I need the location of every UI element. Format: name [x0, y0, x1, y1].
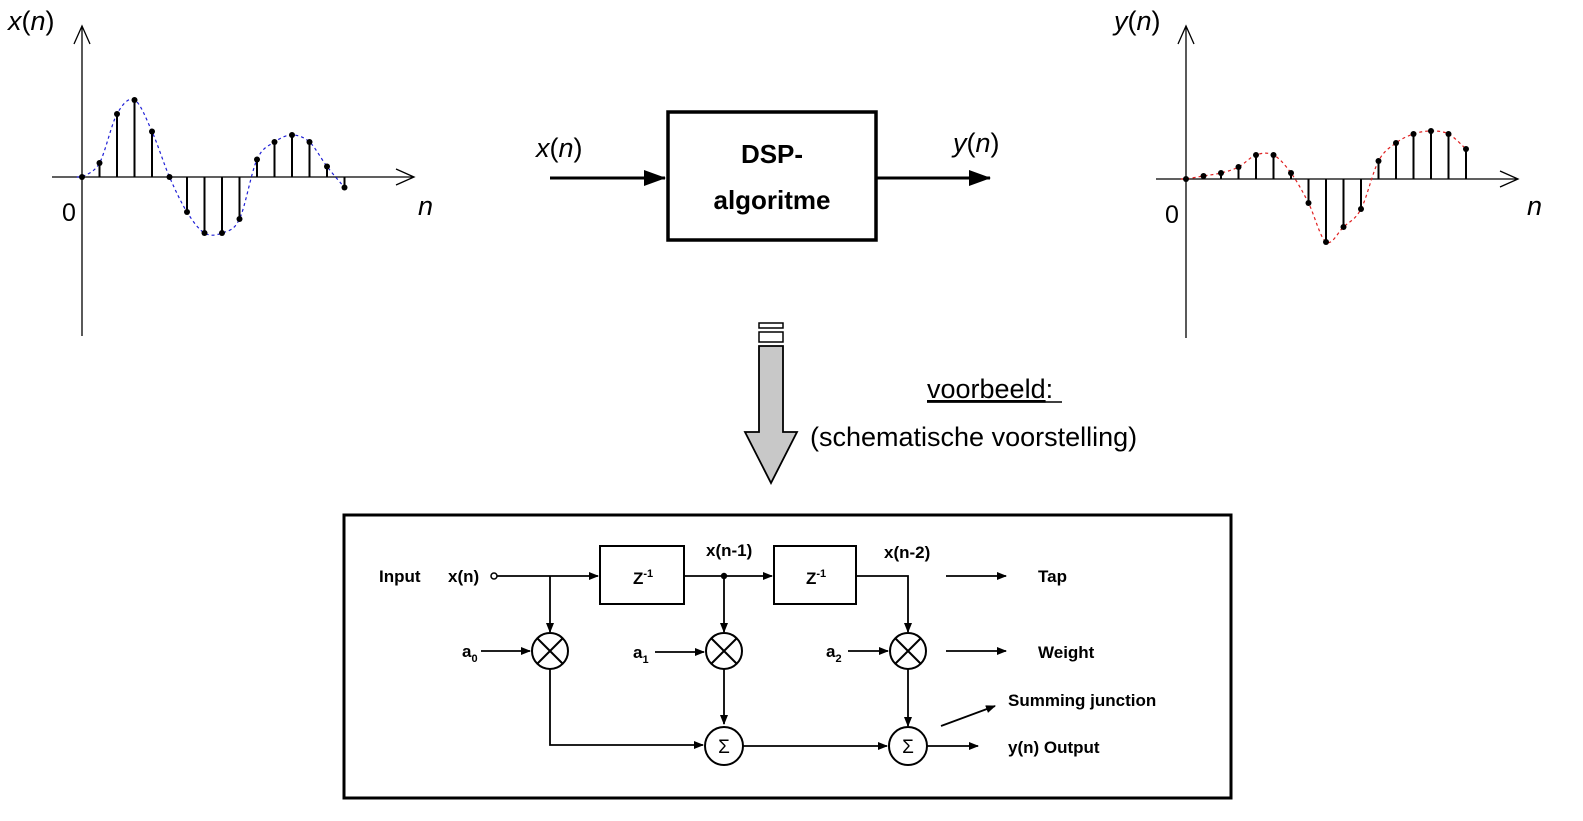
sample-point	[149, 128, 155, 135]
dsp-block-title-line1: DSP-	[741, 139, 803, 169]
sample-point	[1200, 173, 1207, 179]
sample-point	[1305, 200, 1312, 206]
input-x-label: n	[418, 191, 433, 221]
example-heading: voorbeeld:	[927, 374, 1053, 404]
sample-point	[1445, 131, 1452, 137]
coef-a2: a2	[826, 642, 842, 665]
delay-1-label: Z-1	[633, 568, 653, 588]
output-y-label: y(n)	[1112, 6, 1161, 36]
xn2-label: x(n-2)	[884, 543, 930, 562]
sample-point	[1358, 206, 1364, 212]
output-x-axis	[1156, 170, 1520, 188]
sample-point	[236, 216, 243, 222]
multiplier-2	[889, 632, 927, 670]
input-y-axis	[73, 24, 91, 336]
sample-point	[1288, 170, 1294, 176]
input-origin-label: 0	[62, 199, 76, 227]
dsp-box	[666, 110, 878, 242]
signal-envelope	[1180, 130, 1467, 244]
down-arrow	[743, 322, 799, 485]
sample-point	[1463, 146, 1469, 152]
dsp-output-label: y(n)	[951, 128, 1000, 158]
sample-point	[1375, 158, 1382, 164]
output-x-label: n	[1527, 191, 1542, 221]
sample-point	[306, 139, 313, 145]
delay-2-label: Z-1	[806, 568, 826, 588]
sample-point	[114, 111, 120, 117]
summing-junction-2: Σ	[888, 726, 928, 766]
signal-envelope	[76, 98, 345, 236]
sample-point	[131, 97, 138, 103]
output-samples	[1180, 128, 1469, 245]
sample-point	[1235, 164, 1242, 170]
sample-point	[1410, 131, 1417, 137]
sample-point	[201, 230, 208, 236]
input-x-axis	[52, 168, 416, 186]
summing-junction-1: Σ	[704, 726, 744, 766]
dsp-input-label: x(n)	[534, 133, 583, 163]
svg-text:Σ: Σ	[902, 737, 914, 758]
sample-point	[1323, 239, 1329, 245]
svg-text:Σ: Σ	[718, 737, 730, 758]
sample-point	[219, 230, 225, 236]
sample-point	[1183, 176, 1189, 182]
input-y-label: x(n)	[6, 6, 55, 36]
example-subtitle: (schematische voorstelling)	[810, 422, 1137, 452]
sample-point	[166, 174, 173, 180]
sample-point	[1270, 152, 1277, 158]
xn1-label: x(n-1)	[706, 541, 752, 560]
sample-point	[1218, 170, 1224, 176]
xn-label: x(n)	[448, 567, 479, 586]
input-samples	[76, 97, 348, 236]
sample-point	[96, 160, 103, 166]
sample-point	[1253, 152, 1259, 158]
sample-point	[324, 163, 330, 170]
sample-point	[184, 209, 190, 215]
multiplier-0	[531, 632, 569, 670]
fir-schematic: Input x(n) Z-1 Z-1 x(n-1) x(n-2) a0 a1	[342, 513, 1233, 800]
summing-junction-label: Summing junction	[1008, 691, 1156, 710]
sample-point	[289, 132, 295, 138]
sample-point	[1428, 128, 1434, 134]
sample-point	[1340, 224, 1347, 230]
dsp-block: x(n) y(n) DSP- algoritme	[534, 110, 1000, 242]
input-plot: x(n) n 0	[6, 6, 433, 336]
dsp-block-title-line2: algoritme	[713, 185, 830, 215]
tap-label: Tap	[1038, 567, 1067, 586]
sample-point	[341, 184, 348, 191]
sample-point	[79, 174, 85, 180]
coef-a1: a1	[633, 643, 649, 666]
delay-block-1	[599, 545, 685, 605]
output-origin-label: 0	[1165, 201, 1179, 229]
delay-block-2	[773, 545, 857, 605]
sample-point	[1393, 140, 1399, 146]
output-plot: y(n) n 0	[1112, 6, 1542, 338]
sample-point	[254, 156, 260, 163]
coef-a0: a0	[462, 642, 478, 665]
down-arrow-shape	[743, 345, 799, 485]
sample-point	[271, 139, 278, 145]
input-terminal	[490, 572, 498, 580]
output-label: y(n) Output	[1008, 738, 1100, 757]
multiplier-1	[705, 632, 743, 670]
input-label: Input	[379, 567, 421, 586]
weight-label: Weight	[1038, 643, 1095, 662]
